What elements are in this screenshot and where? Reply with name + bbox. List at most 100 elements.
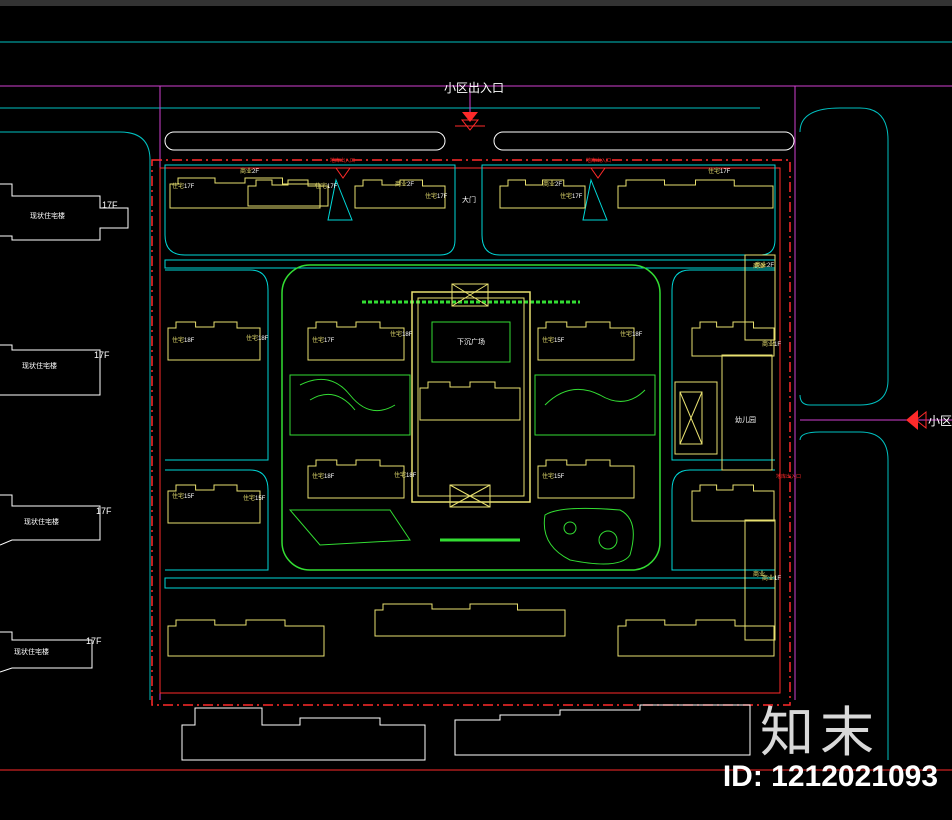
building-floor-label: 17F [720, 169, 731, 175]
commercial-strip [744, 519, 776, 641]
building-use-label: 商业 [543, 180, 555, 188]
residential-building-outline [354, 179, 446, 209]
existing-building-outline [454, 704, 751, 756]
underground-entry-arrow [327, 167, 608, 221]
building-floor-label: 17F [324, 338, 335, 344]
building-layer [167, 177, 775, 657]
building-use-label: 商业 [240, 167, 252, 175]
garden-feature [563, 521, 577, 535]
building-use-label: 商业 [395, 180, 407, 188]
building-use-label: 住宅 [542, 336, 554, 344]
residential-building-outline [617, 179, 774, 209]
internal-road [671, 269, 775, 461]
existing-building-name: 现状住宅楼 [24, 517, 59, 526]
residential-building-outline [499, 179, 586, 209]
underground-entry-label: 地库出入口 [586, 157, 611, 164]
building-floor-label: 15F [554, 338, 565, 344]
road-curb [0, 131, 151, 700]
main-gate-label: 大门 [462, 195, 476, 204]
existing-building-name: 现状住宅楼 [22, 361, 57, 370]
residential-building-outline [691, 484, 775, 522]
building-use-label: 住宅 [708, 167, 720, 175]
existing-building-floors: 17F [102, 200, 118, 210]
commercial-strip [744, 254, 776, 341]
building-floor-label: 18F [406, 473, 417, 479]
building-floor-label: 15F [554, 474, 565, 480]
building-setback-line [159, 167, 781, 694]
commercial-label: 商业 [753, 570, 765, 578]
garden-feature [598, 530, 618, 550]
sunken-plaza-label: 下沉广场 [457, 337, 485, 346]
building-use-label: 住宅 [246, 334, 258, 342]
road-curb [799, 431, 889, 760]
building-use-label: 住宅 [560, 192, 572, 200]
building-floor-label: 18F [184, 338, 195, 344]
garden-feature [534, 374, 656, 436]
parking-strip [493, 131, 795, 151]
existing-building-name: 现状住宅楼 [30, 211, 65, 220]
sunken-plaza-outline [411, 291, 531, 503]
residential-building-outline [419, 381, 521, 421]
building-floor-label: 15F [255, 496, 266, 502]
road-curb [799, 107, 889, 406]
internal-road [164, 259, 776, 269]
commercial-label: 商业 [753, 262, 765, 270]
right-entrance-label: 小区 [928, 414, 952, 428]
pavilion [451, 283, 489, 307]
garden-path [299, 378, 396, 412]
top-entrance-label: 小区出入口 [444, 81, 504, 95]
existing-building-outline [0, 494, 101, 546]
garden-path [309, 393, 356, 411]
internal-road [165, 269, 269, 461]
residential-building-outline [307, 459, 405, 499]
building-use-label: 住宅 [312, 472, 324, 480]
residential-building-outline [617, 619, 775, 657]
residential-building-outline [167, 484, 261, 524]
building-use-label: 住宅 [172, 182, 184, 190]
garden-feature [288, 509, 411, 546]
residential-building-outline [374, 603, 566, 637]
building-floor-label: 18F [324, 474, 335, 480]
residential-building-outline [307, 321, 405, 361]
building-floor-label: 2F [407, 182, 414, 188]
central-garden-boundary [281, 264, 661, 571]
kindergarten-main [721, 354, 773, 471]
watermark-id: ID: 1212021093 [722, 760, 938, 793]
building-floor-label: 18F [402, 332, 413, 338]
existing-building-name: 现状住宅楼 [14, 647, 49, 656]
building-use-label: 住宅 [425, 192, 437, 200]
building-floor-label: 2F [252, 169, 259, 175]
existing-building-outline [181, 707, 426, 761]
sunken-plaza-court [431, 321, 511, 363]
building-use-label: 住宅 [172, 336, 184, 344]
building-floor-label: 18F [258, 336, 269, 342]
garden-feature [289, 374, 411, 436]
residential-building-outline [167, 619, 325, 657]
existing-building-outline [0, 344, 101, 396]
internal-road [164, 164, 456, 256]
building-use-label: 住宅 [312, 336, 324, 344]
existing-building-floors: 17F [86, 636, 102, 646]
building-floor-label: 2F [555, 182, 562, 188]
residential-building-outline [167, 321, 261, 361]
building-floor-label: 17F [327, 184, 338, 190]
residential-building-outline [537, 459, 635, 499]
underground-entry-label: 地库出入口 [776, 473, 801, 480]
existing-building-outline [0, 183, 129, 241]
building-floor-label: 1F [774, 576, 781, 582]
watermark-brand: 知末 [760, 701, 880, 764]
building-use-label: 商业 [762, 574, 774, 582]
residential-building-outline [169, 177, 321, 209]
sunken-plaza-inner [417, 297, 525, 497]
internal-road [164, 577, 776, 589]
building-floor-label: 18F [632, 332, 643, 338]
building-use-label: 住宅 [315, 182, 327, 190]
internal-road [165, 469, 269, 571]
building-floor-label: 17F [184, 184, 195, 190]
building-use-label: 商业 [762, 340, 774, 348]
internal-road [481, 164, 776, 256]
building-use-label: 住宅 [243, 494, 255, 502]
internal-road [671, 469, 775, 571]
